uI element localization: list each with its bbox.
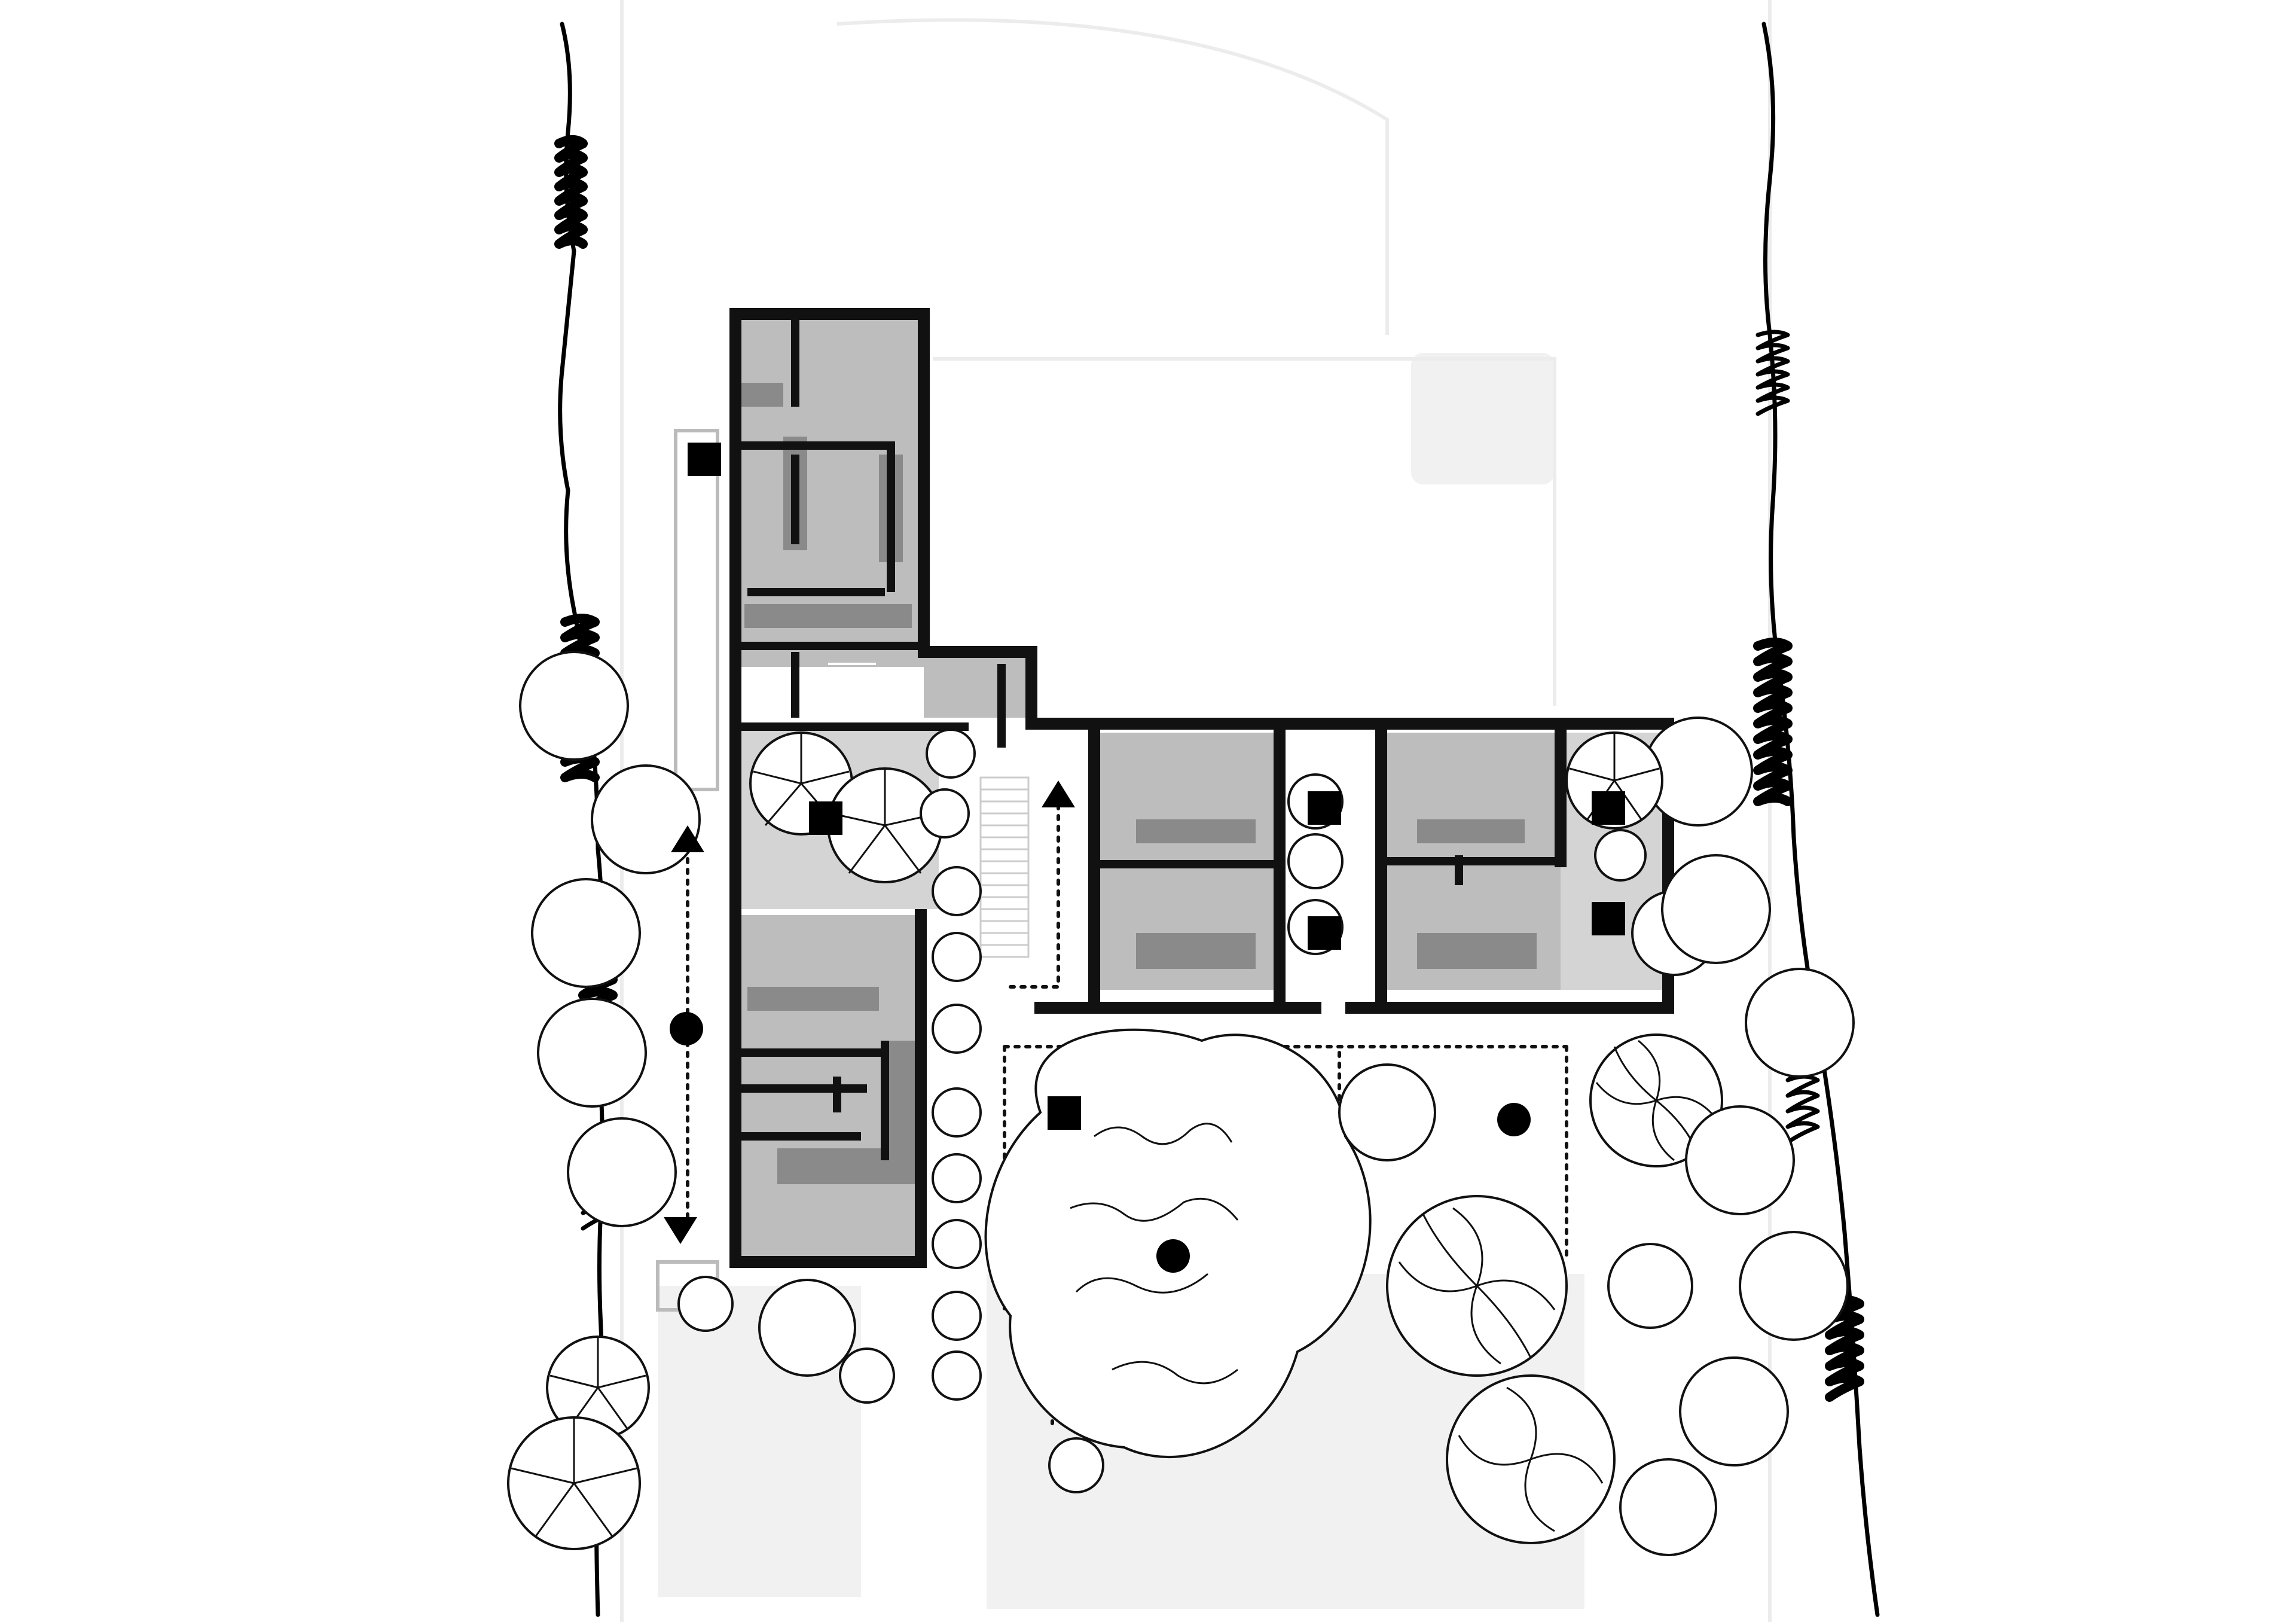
markers xyxy=(664,443,1625,1273)
tree-spiral-2 xyxy=(1386,1195,1568,1377)
tree-spiral-3 xyxy=(1446,1374,1616,1544)
north-stair-treads xyxy=(828,663,876,692)
north-stair xyxy=(828,663,876,692)
north-wing-shadow-1 xyxy=(741,383,783,407)
west-wing-shadow-3 xyxy=(885,1041,915,1148)
east-wing-partitions xyxy=(1094,855,1561,885)
bushy-tree-7 xyxy=(1338,1063,1436,1161)
bushy-tree-12 xyxy=(1685,1105,1795,1215)
west-wing-outer-wall xyxy=(729,909,927,1268)
shrub-5 xyxy=(932,1004,982,1054)
north-wing-partitions xyxy=(735,314,924,718)
square-marker-icon xyxy=(1308,916,1341,950)
west-wing-shadow-1 xyxy=(747,987,879,1011)
bushy-tree-11 xyxy=(1745,968,1855,1078)
shrub-6 xyxy=(932,1087,982,1138)
north-wing-shadow-4 xyxy=(744,604,912,628)
west-wing-partitions xyxy=(735,1041,889,1160)
square-marker-icon xyxy=(1308,791,1341,825)
west-wing-shadow-2 xyxy=(777,1148,915,1184)
shrub-13 xyxy=(1048,1437,1104,1493)
square-marker-icon xyxy=(1592,791,1625,825)
radial-tree-3-rays xyxy=(1569,733,1660,820)
shrub-15 xyxy=(1287,833,1344,889)
square-marker-icon xyxy=(809,801,842,835)
bushy-tree-5 xyxy=(567,1117,677,1227)
bushy-trees xyxy=(519,651,1855,1556)
central-stair-treads xyxy=(981,788,1028,946)
radial-trees xyxy=(507,731,1663,1550)
square-marker-icon xyxy=(1592,902,1625,935)
shrub-12 xyxy=(677,1276,734,1332)
tree-courtyard-palm-b-rays xyxy=(831,769,939,874)
hedge-right-texture-1 xyxy=(1755,330,1790,416)
ghost-outline-north xyxy=(933,357,1556,706)
bushy-tree-16 xyxy=(1619,1458,1717,1556)
circle-marker-icon xyxy=(670,1012,703,1045)
bushy-tree-4 xyxy=(537,998,647,1108)
radial-tree-1-rays xyxy=(549,1337,646,1430)
shrub-17 xyxy=(1594,829,1647,882)
east-unit-b-shadow-2 xyxy=(1417,933,1537,969)
tree-spiral-1 xyxy=(1589,1033,1723,1167)
tree-central-canopy-texture xyxy=(1070,1123,1239,1385)
west-wing xyxy=(729,909,927,1268)
bushy-tree-1 xyxy=(519,651,629,761)
shrub-column xyxy=(677,728,1647,1493)
bushy-tree-6 xyxy=(758,1279,856,1377)
bushy-tree-15 xyxy=(1679,1356,1789,1466)
north-wing xyxy=(729,308,1037,748)
shrub-3 xyxy=(932,866,982,916)
ghost-block-north xyxy=(1411,353,1555,484)
shrub-10 xyxy=(932,1350,982,1401)
shrub-9 xyxy=(932,1291,982,1341)
ghost-arc xyxy=(836,18,1389,335)
shrub-8 xyxy=(932,1219,982,1269)
tree-spiral-3-texture xyxy=(1458,1386,1604,1532)
central-stair-box xyxy=(979,776,1030,958)
tree-spiral-2-texture xyxy=(1398,1207,1556,1365)
circle-marker-icon xyxy=(1497,1103,1531,1136)
east-wing xyxy=(1025,718,1674,1014)
bushy-tree-14 xyxy=(1607,1243,1693,1329)
east-unit-a-shadow-2 xyxy=(1136,933,1256,969)
triangle-arrow-icon xyxy=(664,1217,697,1244)
shrub-2 xyxy=(920,788,970,839)
east-unit-a-shadow-1 xyxy=(1136,819,1256,843)
tree-spiral-1-texture xyxy=(1595,1039,1717,1161)
corridor-link-floor xyxy=(924,652,1031,718)
east-path-dotted xyxy=(1009,806,1060,989)
north-wing-outer-wall xyxy=(729,308,1037,724)
hedge-left-texture-1 xyxy=(554,135,588,249)
square-marker-icon xyxy=(1048,1096,1081,1130)
central-stair xyxy=(979,776,1030,958)
east-unit-b-shadow-1 xyxy=(1417,819,1525,843)
circle-marker-icon xyxy=(1156,1239,1190,1273)
shrub-1 xyxy=(926,728,976,779)
triangle-arrow-icon xyxy=(671,825,704,852)
west-pool-outline xyxy=(674,429,719,791)
bushy-tree-2 xyxy=(591,764,701,874)
shrub-11 xyxy=(839,1347,895,1404)
triangle-arrow-icon xyxy=(1042,780,1075,807)
bushy-tree-13 xyxy=(1739,1231,1849,1341)
shrub-7 xyxy=(932,1153,982,1203)
square-marker-icon xyxy=(688,443,721,476)
hedge-right-spine xyxy=(1761,22,1880,1617)
hedge-right xyxy=(1753,22,1880,1617)
hedge-right-texture-2 xyxy=(1753,638,1793,806)
bushy-tree-3 xyxy=(531,878,641,988)
bushy-tree-10 xyxy=(1661,854,1771,964)
shrub-4 xyxy=(932,932,982,982)
trees xyxy=(507,651,1855,1556)
radial-tree-2-rays xyxy=(511,1417,637,1538)
